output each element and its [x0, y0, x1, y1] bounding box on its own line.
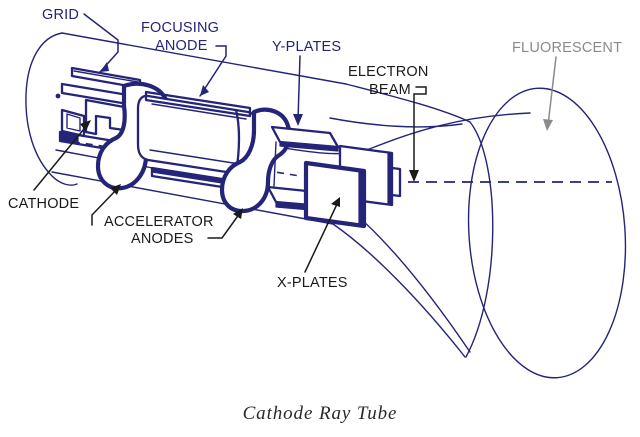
beam-axis-dashed-left [59, 139, 179, 158]
x-plate-near-edge [358, 169, 365, 227]
fluorescent-leader [547, 56, 557, 126]
grid-shield-body [84, 98, 126, 136]
tube-base-cap [25, 32, 78, 186]
focusing-anode-inner-line-2 [149, 149, 247, 166]
cathode-cup-inner [66, 113, 81, 132]
focusing-anode-inner-line [151, 103, 247, 120]
leader-lines [33, 13, 557, 273]
cathode-point [55, 93, 61, 99]
y-plates-arrowhead [293, 114, 303, 126]
label-focusing-anode-line2: ANODE [155, 38, 208, 54]
y-plate-stem-upper [273, 141, 277, 187]
neck-bottom-wall-inner [51, 171, 334, 225]
accelerator-arrowhead-right [233, 208, 243, 219]
label-electron-beam-line1: ELECTRON [348, 64, 429, 80]
label-electron-beam-line2: BEAM [369, 82, 411, 98]
figure-caption: Cathode Ray Tube [243, 403, 398, 424]
beam-exit-collar [390, 166, 402, 198]
label-accelerator-anodes-line1: ACCELERATOR [104, 214, 214, 230]
cathode-leader [33, 123, 89, 191]
x-plate-near [303, 160, 367, 229]
x-plates-arrowhead [331, 197, 340, 207]
funnel-lower-flare [332, 223, 466, 358]
deflected-beam-trace [257, 112, 531, 155]
y-plates-leader [297, 55, 301, 121]
fluorescent-arrowhead [543, 119, 553, 131]
accelerator-leader-right [207, 212, 241, 239]
label-fluorescent: FLUORESCENT [512, 40, 622, 56]
grid-leader-arrowhead [100, 62, 109, 72]
x-deflection-plates [303, 144, 402, 229]
electron-gun-assembly [55, 66, 292, 214]
focusing-anode-leader [199, 45, 227, 97]
electron-beam-leader [413, 86, 427, 179]
label-accelerator-anodes-line2: ANODES [131, 231, 193, 247]
grid-leader [83, 13, 119, 73]
focusing-anode-top-bar [144, 90, 252, 118]
fluorescent-screen-face [467, 87, 627, 379]
grid-bar-top-highlight [73, 70, 139, 83]
label-focusing-anode-line1: FOCUSING [141, 20, 219, 36]
glass-envelope [25, 32, 627, 379]
accelerator-leader-left [91, 187, 119, 226]
label-cathode: CATHODE [8, 196, 79, 212]
accelerator-arrowhead-left [110, 184, 121, 195]
cathode-arrowhead [80, 120, 91, 131]
y-plate-upper-edge [279, 141, 339, 152]
label-y-plates: Y-PLATES [272, 39, 341, 55]
funnel-upper-flare-2 [329, 117, 463, 128]
focusing-anode-arrowhead [200, 85, 209, 96]
electron-beam-arrowhead [409, 170, 419, 182]
label-x-plates: X-PLATES [277, 275, 348, 291]
diagram-labels: GRID FOCUSING ANODE Y-PLATES ELECTRON BE… [8, 7, 622, 291]
x-plates-leader [304, 201, 339, 273]
screen-back-rim [465, 121, 494, 358]
label-grid: GRID [42, 7, 79, 23]
grid-lower-bar-solid [59, 131, 79, 144]
